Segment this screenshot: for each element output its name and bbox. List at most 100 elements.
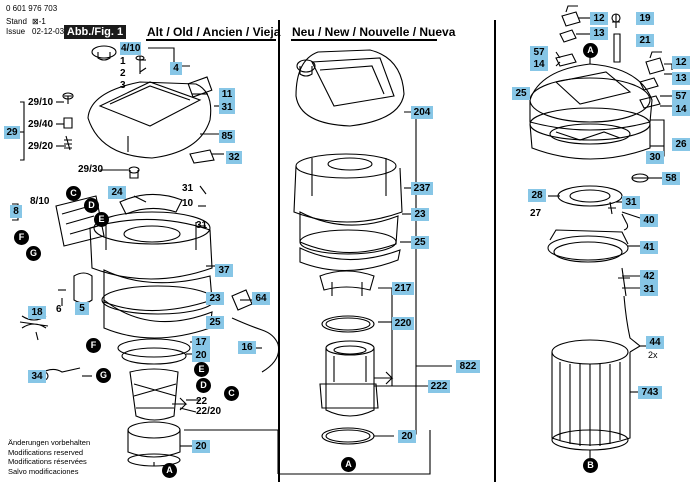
part-label-20-lower: 20 <box>192 440 210 453</box>
new-filter-parts-drawing <box>319 270 394 445</box>
issue-date: 02-12-03 <box>32 27 65 36</box>
issue-label: Issue <box>6 27 26 36</box>
part-label-21: 21 <box>636 34 654 47</box>
new-lid-drawing <box>295 49 405 127</box>
part-label-58: 58 <box>662 172 680 185</box>
part-label-822: 822 <box>456 360 480 373</box>
part-label-37: 37 <box>215 264 233 277</box>
part-label-85: 85 <box>219 130 235 143</box>
callout-e-lower: E <box>194 362 209 377</box>
part-label-4-10: 4/10 <box>120 42 142 55</box>
part-label-42: 42 <box>640 270 658 283</box>
section-underline-old <box>146 39 276 41</box>
part-label-2: 2 <box>120 68 126 79</box>
part-label-14-side: 14 <box>672 103 690 116</box>
part-label-44: 44 <box>646 336 664 349</box>
part-label-29: 29 <box>4 126 20 139</box>
callout-f-lower: F <box>86 338 101 353</box>
part-label-31-lid: 31 <box>219 101 235 114</box>
callout-g-upper: G <box>26 246 41 261</box>
part-label-237: 237 <box>411 182 433 195</box>
part-label-4: 4 <box>170 62 182 75</box>
callout-b-right: B <box>583 458 598 473</box>
part-label-20-new: 20 <box>398 430 416 443</box>
part-label-217: 217 <box>392 282 414 295</box>
stand-label: Stand <box>6 17 27 26</box>
part-label-31-cartridge-lower: 31 <box>640 283 658 296</box>
part-label-3: 3 <box>120 80 126 91</box>
callout-a-middle: A <box>341 457 356 472</box>
part-label-16: 16 <box>238 341 256 354</box>
footnote: Änderungen vorbehalten Modifications res… <box>8 438 90 476</box>
part-label-25: 25 <box>206 316 224 329</box>
stand-mark: ⊠-1 <box>32 17 46 26</box>
callout-d-upper: D <box>84 198 99 213</box>
section-underline-new <box>291 39 437 41</box>
part-label-12-top: 12 <box>590 12 608 25</box>
part-quantity-2x: 2x <box>648 350 658 360</box>
part-label-25-cartridge: 25 <box>512 87 530 100</box>
part-label-31-cartridge-upper: 31 <box>622 196 640 209</box>
section-title-new: Neu / New / Nouvelle / Nueva <box>292 25 456 39</box>
part-label-22: 22 <box>196 396 208 407</box>
part-label-23-new: 23 <box>411 208 429 221</box>
part-label-18: 18 <box>28 306 46 319</box>
part-label-26: 26 <box>672 138 690 151</box>
part-label-40: 40 <box>640 214 658 227</box>
figure-tab: Abb./Fig. 1 <box>64 25 126 39</box>
callout-e-upper: E <box>94 212 109 227</box>
footnote-line-de: Änderungen vorbehalten <box>8 438 91 447</box>
part-label-28: 28 <box>528 189 546 202</box>
part-label-220: 220 <box>392 317 414 330</box>
new-motor-housing-drawing <box>293 153 403 272</box>
part-label-8-10: 8/10 <box>30 196 50 207</box>
part-label-19: 19 <box>636 12 654 25</box>
part-label-64: 64 <box>252 292 270 305</box>
part-label-31-housing-side: 31 <box>196 220 208 231</box>
part-label-20-upper: 20 <box>192 349 210 362</box>
part-label-31-housing-top: 31 <box>182 183 194 194</box>
part-label-10: 10 <box>182 198 194 209</box>
callout-a-right: A <box>583 43 598 58</box>
part-label-743: 743 <box>638 386 662 399</box>
part-label-11: 11 <box>219 88 235 101</box>
part-label-23: 23 <box>206 292 224 305</box>
part-label-57-top: 57 <box>530 46 548 59</box>
old-motor-housing-drawing <box>19 193 280 467</box>
part-label-14-top: 14 <box>530 58 548 71</box>
callout-a-left: A <box>162 463 177 478</box>
footnote-line-en: Modifications reserved <box>8 447 84 457</box>
part-label-34: 34 <box>28 370 46 383</box>
column-divider-right <box>494 20 496 482</box>
part-label-24: 24 <box>108 186 126 199</box>
part-label-17: 17 <box>192 336 210 349</box>
callout-c-upper: C <box>66 186 81 201</box>
footnote-line-fr: Modifications réservées <box>8 457 87 466</box>
callout-f-upper: F <box>14 230 29 245</box>
part-label-204: 204 <box>411 106 433 119</box>
column-divider-left <box>278 20 280 482</box>
part-label-13-top: 13 <box>590 27 608 40</box>
footnote-line-es: Salvo modificaciones <box>8 466 79 476</box>
filter-cartridge-assembly-drawing <box>529 5 665 458</box>
part-label-5: 5 <box>75 302 89 315</box>
part-label-30: 30 <box>646 151 664 164</box>
part-label-1: 1 <box>120 56 126 67</box>
part-label-13-side: 13 <box>672 72 690 85</box>
part-label-29-20: 29/20 <box>28 141 54 152</box>
doc-number: 0 601 976 703 <box>6 4 58 13</box>
part-label-8: 8 <box>10 205 22 218</box>
part-label-22-20: 22/20 <box>196 406 222 417</box>
part-label-41: 41 <box>640 241 658 254</box>
old-lid-drawing <box>62 45 215 179</box>
part-label-29-40: 29/40 <box>28 119 54 130</box>
part-label-32: 32 <box>226 151 242 164</box>
section-title-old: Alt / Old / Ancien / Vieja <box>147 25 281 39</box>
part-label-27: 27 <box>530 208 542 219</box>
callout-g-lower: G <box>96 368 111 383</box>
callout-d-lower: D <box>196 378 211 393</box>
part-label-29-10: 29/10 <box>28 97 54 108</box>
part-label-12-side: 12 <box>672 56 690 69</box>
part-label-29-30: 29/30 <box>78 164 104 175</box>
